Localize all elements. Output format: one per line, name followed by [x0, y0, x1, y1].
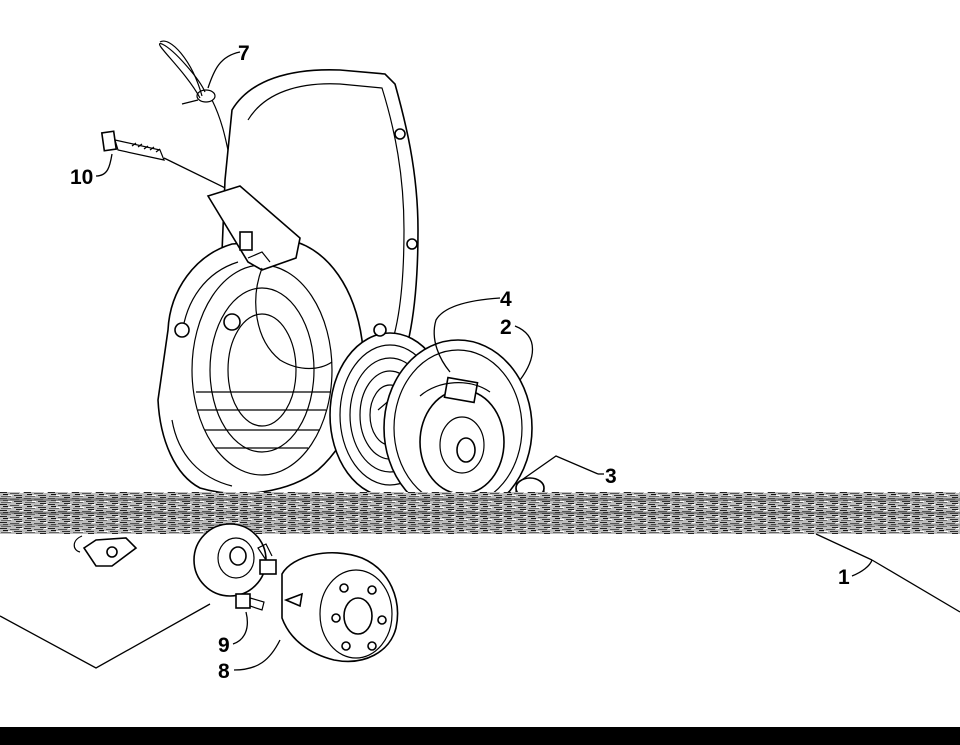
starter-housing	[157, 68, 419, 495]
drive-cup-part-8	[281, 551, 399, 663]
callout-4: 4	[500, 288, 512, 311]
callout-3: 3	[605, 465, 617, 488]
callout-9: 9	[218, 634, 230, 657]
callout-1: 1	[838, 566, 850, 589]
screw-part-9	[235, 593, 265, 611]
callout-2: 2	[500, 316, 512, 339]
washer-plate	[193, 523, 267, 597]
callout-10: 10	[70, 166, 93, 189]
screw-upper	[257, 543, 277, 575]
clip-part-left	[73, 535, 138, 567]
callout-8: 8	[218, 660, 230, 683]
rope-pulley-part-2	[383, 339, 533, 517]
tether-cord-part-7	[159, 40, 231, 161]
leader-lines	[0, 51, 960, 671]
bottom-bar	[0, 727, 960, 745]
callout-7: 7	[238, 42, 250, 65]
